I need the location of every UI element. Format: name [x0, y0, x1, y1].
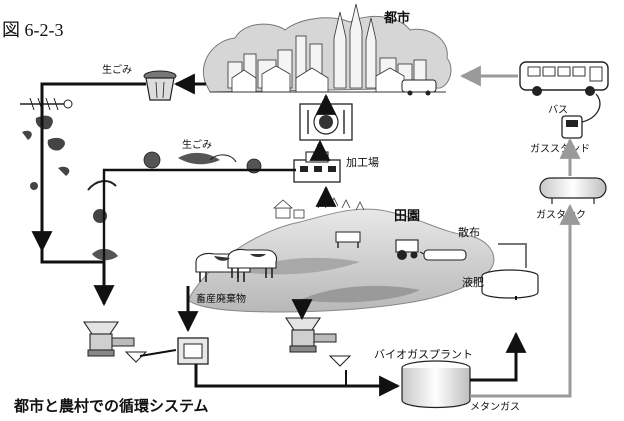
- methane-gas-label: メタンガス: [470, 401, 520, 413]
- flow-lines: [31, 73, 527, 397]
- food-scraps: [22, 115, 70, 190]
- liquid-fertilizer-label: 液肥: [462, 275, 484, 289]
- gas-pump-icon: [561, 93, 601, 139]
- fruit-icon: [87, 151, 262, 261]
- bus-icon: [519, 61, 609, 96]
- figure-caption: 都市と農村での循環システム: [13, 397, 209, 415]
- gas-tank-label: ガスタンク: [536, 209, 586, 221]
- fish-bone-icon: [20, 97, 73, 111]
- biogas-plant-label: バイオガスプラント: [374, 348, 473, 361]
- control-box-icon: [177, 337, 209, 365]
- tractor-icon: [395, 239, 467, 261]
- processing-plant-label: 加工場: [346, 156, 379, 169]
- grinder-icon: [82, 321, 148, 363]
- figure-number: 図 6-2-3: [2, 20, 64, 40]
- countryside-label: 田園: [394, 208, 420, 224]
- factory-icon: [293, 144, 341, 183]
- city-skyline-icon: [203, 3, 452, 96]
- food-waste-top-label: 生ごみ: [102, 63, 132, 76]
- grinder-icon: [284, 317, 352, 367]
- food-waste-mid-label: 生ごみ: [182, 138, 212, 151]
- city-label: 都市: [383, 10, 410, 26]
- gas-stand-label: ガススタンド: [530, 143, 590, 155]
- biogas-plant-tank: [401, 360, 471, 409]
- meal-plate-icon: [299, 103, 353, 141]
- gas-lines: [459, 65, 581, 398]
- bus-label: バス: [548, 104, 568, 116]
- spreading-label: 散布: [458, 225, 480, 239]
- cows-icon: [195, 231, 361, 282]
- liquid-fertilizer-tank: [481, 269, 539, 299]
- trash-bin-icon: [143, 70, 177, 101]
- gas-tank-icon: [539, 177, 607, 204]
- livestock-waste-label: 畜産廃棄物: [196, 292, 246, 305]
